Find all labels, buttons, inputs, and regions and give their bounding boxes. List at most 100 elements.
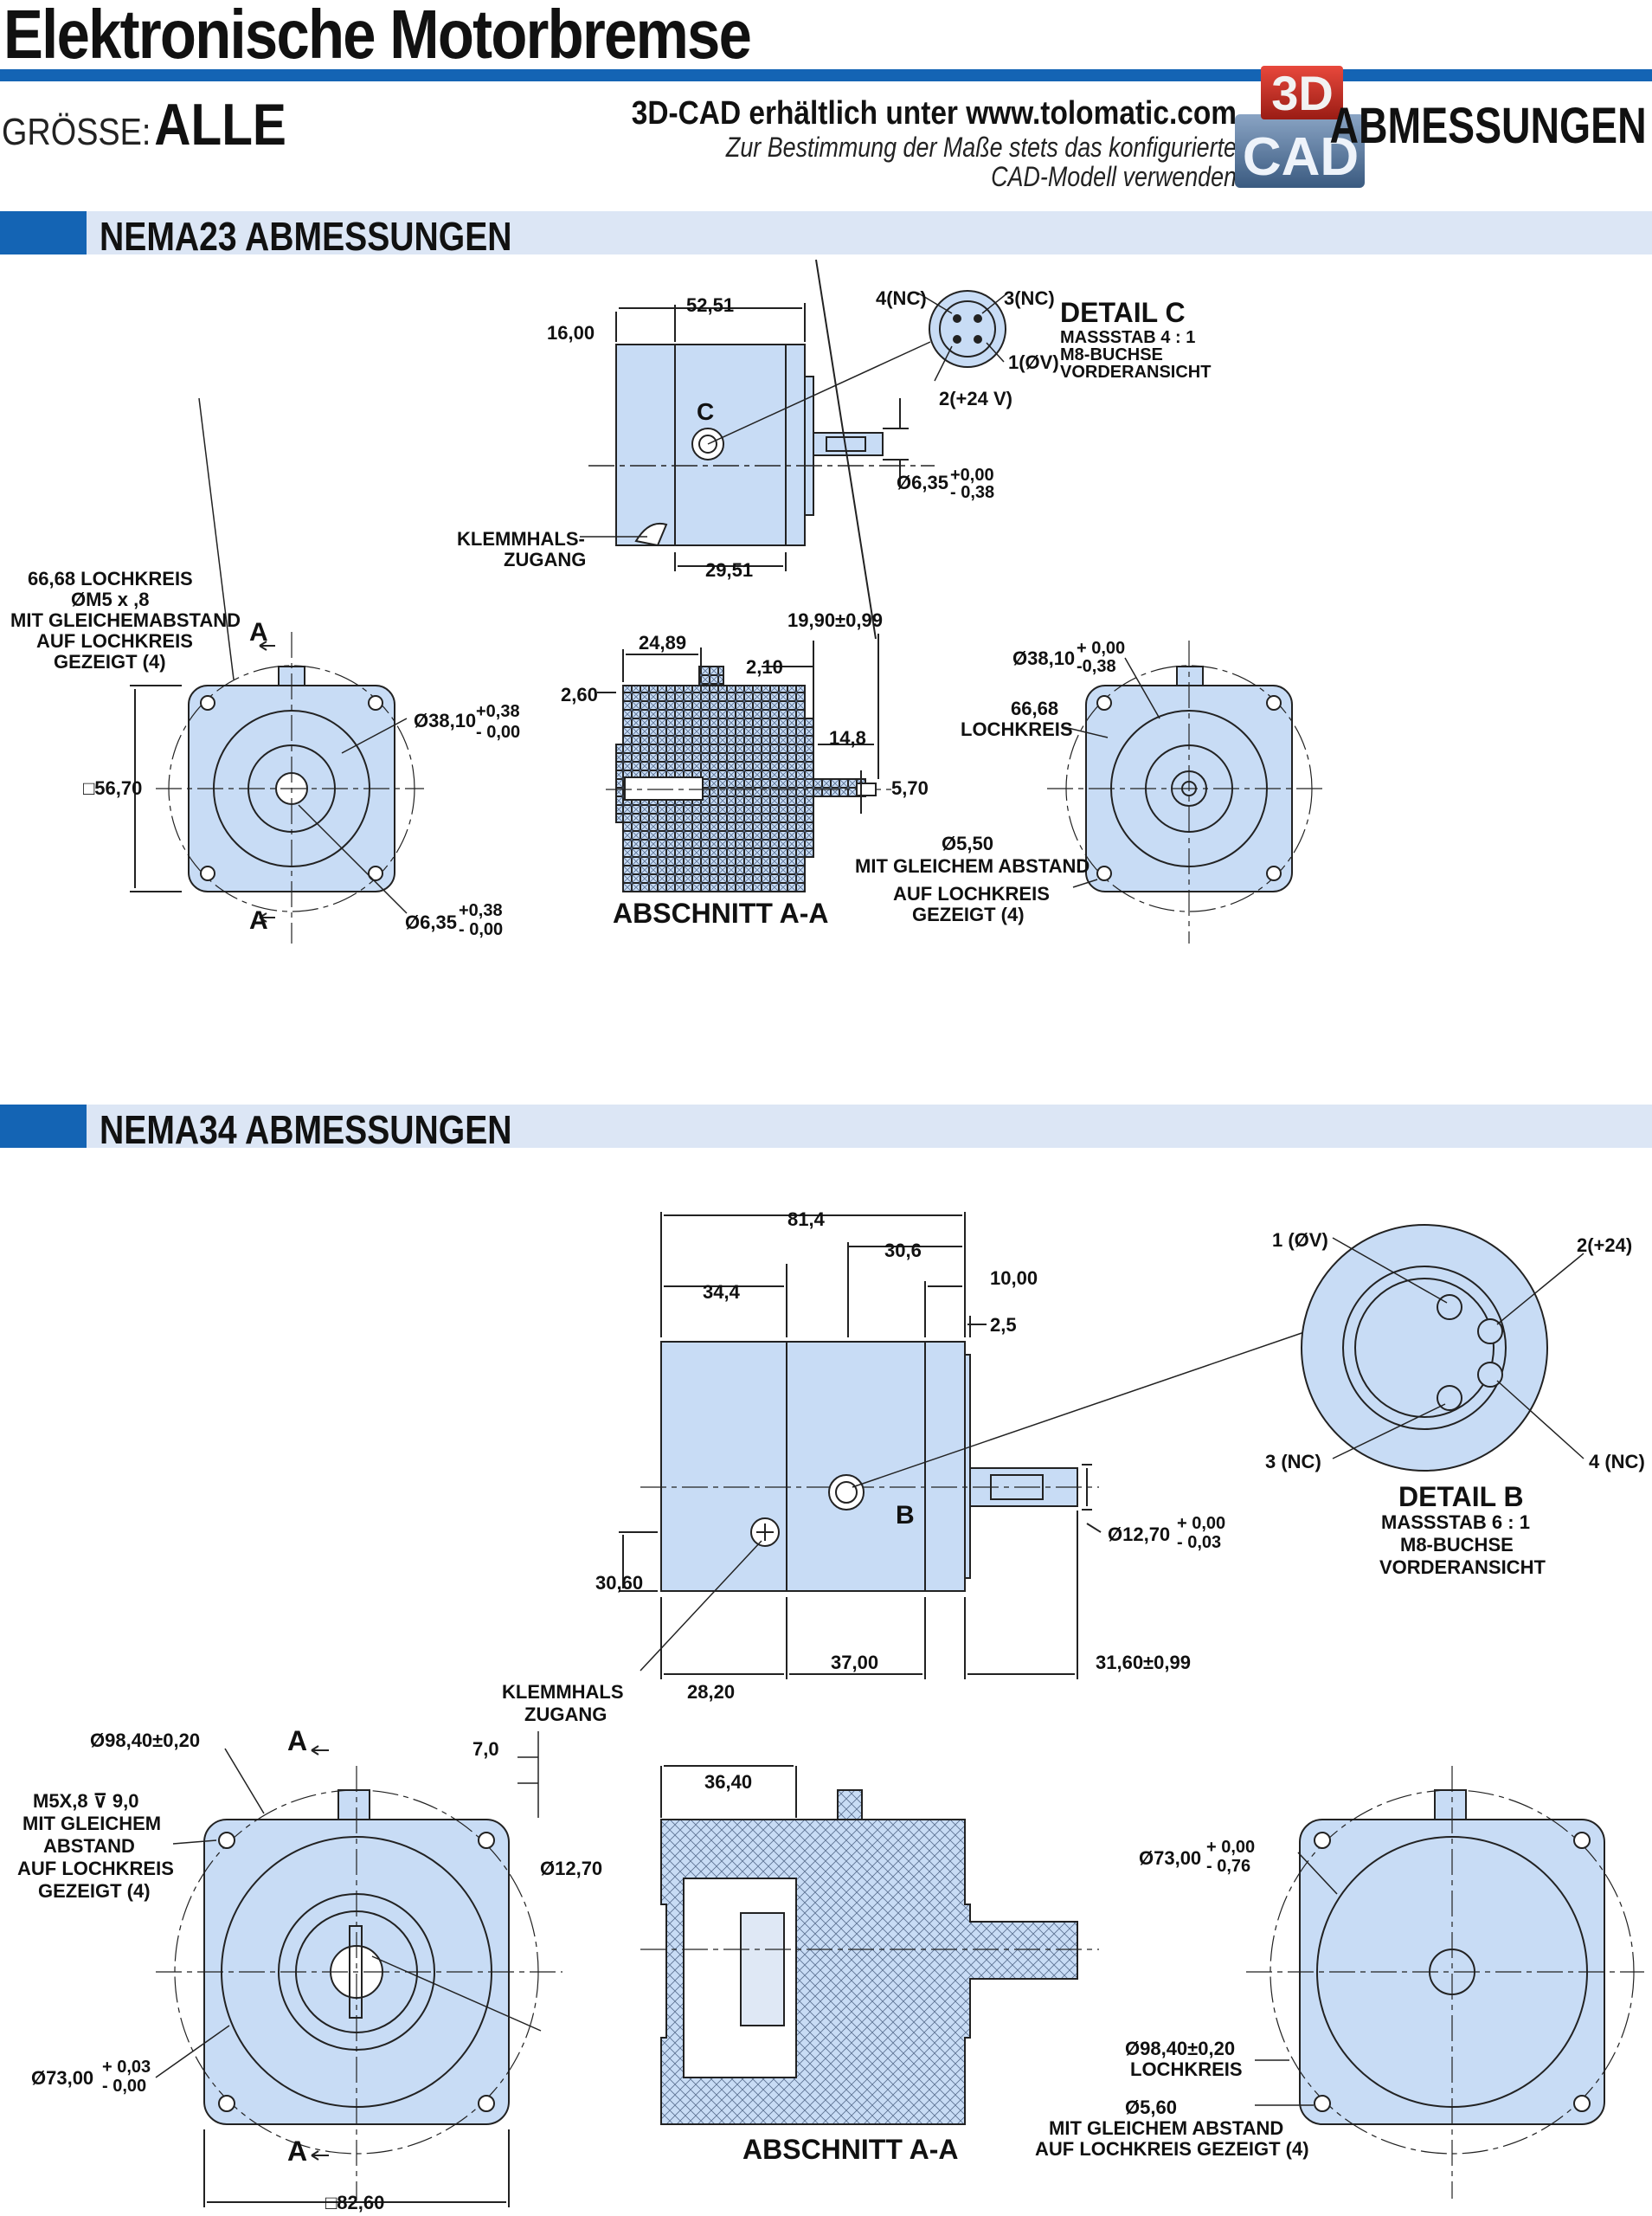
spacing-34: ABSTAND xyxy=(43,1835,135,1857)
shown-4-23: GEZEIGT (4) xyxy=(54,651,166,673)
clamp-label-34-2: ZUGANG xyxy=(524,1704,607,1725)
on-bolt-circle-23: AUF LOCHKREIS xyxy=(36,630,193,652)
dim-2-10: 2,10 xyxy=(746,656,783,678)
detail-c-scale: MASSSTAB 4 : 1 xyxy=(1060,328,1195,347)
size-row: GRÖSSE: ALLE xyxy=(2,91,286,158)
section-marker-a-bottom-34: A xyxy=(287,2135,307,2167)
detail-b-type: M8-BUCHSE xyxy=(1400,1534,1514,1556)
pin-3-nc-34: 3 (NC) xyxy=(1265,1451,1321,1472)
bolt-circle-23: 66,68 LOCHKREIS xyxy=(28,568,193,589)
nema34-drawing: 81,4 30,6 34,4 10,00 2,5 B Ø12,70 + 0,00… xyxy=(17,1208,1645,2213)
nema23-section-title: NEMA23 ABMESSUNGEN xyxy=(100,214,512,259)
size-label: GRÖSSE: xyxy=(2,111,151,153)
dim-34-4: 34,4 xyxy=(703,1281,741,1303)
dim-2-5: 2,5 xyxy=(990,1314,1017,1336)
detail-b-title: DETAIL B xyxy=(1398,1481,1524,1512)
pin-2-24-34: 2(+24) xyxy=(1577,1234,1632,1256)
hole-diameter-34: Ø5,60 xyxy=(1125,2097,1177,2118)
detail-c-connector xyxy=(916,290,1009,382)
shaft-front-23: Ø6,35 xyxy=(405,912,457,933)
pin-4-nc-34: 4 (NC) xyxy=(1589,1451,1645,1472)
detail-b-connector xyxy=(1301,1224,1585,1472)
screw-spec-34: M5X,8 ⊽ 9,0 xyxy=(33,1790,139,1812)
dim-16-00: 16,00 xyxy=(547,322,595,344)
cad-note-line-2: CAD-Modell verwenden xyxy=(991,161,1237,192)
hole-spacing-23: MIT GLEICHEM ABSTAND xyxy=(855,855,1090,877)
detail-b-view: VORDERANSICHT xyxy=(1379,1556,1546,1578)
svg-text:CAD: CAD xyxy=(1243,127,1359,187)
dim-31-60: 31,60±0,99 xyxy=(1096,1652,1191,1673)
shaft-tol-dn-23: - 0,38 xyxy=(950,483,994,502)
cad-link-text[interactable]: 3D-CAD erhältlich unter www.tolomatic.co… xyxy=(631,95,1237,132)
detail-b-marker: B xyxy=(896,1501,915,1530)
dim-30-6: 30,6 xyxy=(884,1240,922,1261)
nema23-front-view-left xyxy=(130,397,424,944)
shaft-front-tol-dn-23: - 0,00 xyxy=(459,920,503,939)
nema34-section-title: NEMA34 ABMESSUNGEN xyxy=(100,1107,512,1152)
detail-c-title: DETAIL C xyxy=(1060,297,1186,328)
nema34-front-view-right xyxy=(1246,1766,1644,2199)
square-82-60: □82,60 xyxy=(325,2192,384,2213)
square-56-70: □56,70 xyxy=(83,777,142,799)
dim-14-8: 14,8 xyxy=(829,727,866,749)
section-marker-a-top-34: A xyxy=(287,1725,307,1756)
dim-5-70: 5,70 xyxy=(891,777,929,799)
dim-52-51: 52,51 xyxy=(686,294,734,316)
pin-1-0v-34: 1 (ØV) xyxy=(1272,1229,1328,1251)
nema34-section-marker xyxy=(0,1105,87,1148)
bolt-circle-right-23: 66,68 xyxy=(1011,698,1058,719)
shown-4-34: GEZEIGT (4) xyxy=(38,1880,151,1902)
shaft-tol-up-23: +0,00 xyxy=(950,466,994,485)
detail-b-scale: MASSSTAB 6 : 1 xyxy=(1381,1511,1530,1533)
shaft-diameter-34: Ø12,70 xyxy=(1108,1524,1170,1545)
dim-2-60: 2,60 xyxy=(561,684,598,705)
bolt-circle-right-label: LOCHKREIS xyxy=(961,718,1073,740)
pilot-tol-up-34: + 0,03 xyxy=(102,2058,151,2077)
shaft-front-34: Ø12,70 xyxy=(540,1858,602,1879)
pilot-right-tol-dn-34: - 0,76 xyxy=(1206,1857,1250,1876)
pilot-right-tol-up-34: + 0,00 xyxy=(1206,1838,1255,1857)
pilot-right-tol-up: + 0,00 xyxy=(1077,639,1125,658)
shaft-tol-up-34: + 0,00 xyxy=(1177,1514,1225,1533)
screw-spec-23: ØM5 x ,8 xyxy=(71,589,149,610)
equal-spacing-23: MIT GLEICHEMABSTAND xyxy=(10,609,241,631)
header-accent-bar xyxy=(0,69,1652,81)
nema34-section-a-a xyxy=(640,1765,1099,2125)
dim-29-51: 29,51 xyxy=(705,559,753,581)
section-marker-a-top: A xyxy=(249,618,268,647)
hole-on-circle-23: AUF LOCHKREIS xyxy=(893,883,1050,905)
nema23-section-bar: NEMA23 ABMESSUNGEN xyxy=(0,211,1652,259)
dim-19-90: 19,90±0,99 xyxy=(787,609,883,631)
pilot-diameter-34: Ø73,00 xyxy=(31,2067,93,2089)
hole-diameter-23: Ø5,50 xyxy=(942,833,993,854)
pilot-right-23: Ø38,10 xyxy=(1012,647,1075,669)
equal-spacing-34: MIT GLEICHEM xyxy=(22,1813,161,1834)
nema23-section-a-a xyxy=(597,259,891,892)
hole-spacing-34: MIT GLEICHEM ABSTAND xyxy=(1049,2117,1283,2139)
size-value: ALLE xyxy=(154,92,286,158)
bolt-circle-right-label-34: LOCHKREIS xyxy=(1130,2058,1243,2080)
dim-24-89: 24,89 xyxy=(639,632,686,654)
nema34-side-view xyxy=(619,1212,1308,1679)
dim-37-00: 37,00 xyxy=(831,1652,878,1673)
pilot-tol-up-23: +0,38 xyxy=(476,702,520,721)
cad-availability: 3D-CAD erhältlich unter www.tolomatic.co… xyxy=(527,95,1237,191)
dimensions-heading: ABMESSUNGEN xyxy=(1329,98,1647,154)
on-bolt-circle-34: AUF LOCHKREIS xyxy=(17,1858,174,1879)
pin-4-nc: 4(NC) xyxy=(876,287,927,309)
pin-3-nc: 3(NC) xyxy=(1004,287,1055,309)
detail-c-marker: C xyxy=(697,398,714,425)
dim-7-0: 7,0 xyxy=(472,1738,499,1760)
pin-2-24v: 2(+24 V) xyxy=(939,388,1012,409)
pilot-tol-dn-23: - 0,00 xyxy=(476,723,520,742)
dim-10-00: 10,00 xyxy=(990,1267,1038,1289)
hole-on-circle-34: AUF LOCHKREIS GEZEIGT (4) xyxy=(1035,2138,1309,2160)
section-a-a-label-23: ABSCHNITT A-A xyxy=(613,898,828,929)
3d-cad-logo-icon: 3D CAD xyxy=(1235,66,1365,188)
pilot-right-34: Ø73,00 xyxy=(1139,1847,1201,1869)
bolt-circle-34: Ø98,40±0,20 xyxy=(90,1730,200,1751)
nema34-front-view-left xyxy=(155,1731,562,2207)
section-a-a-label-34: ABSCHNITT A-A xyxy=(742,2134,958,2165)
detail-c-view: VORDERANSICHT xyxy=(1060,363,1211,382)
nema23-section-marker xyxy=(0,211,87,254)
